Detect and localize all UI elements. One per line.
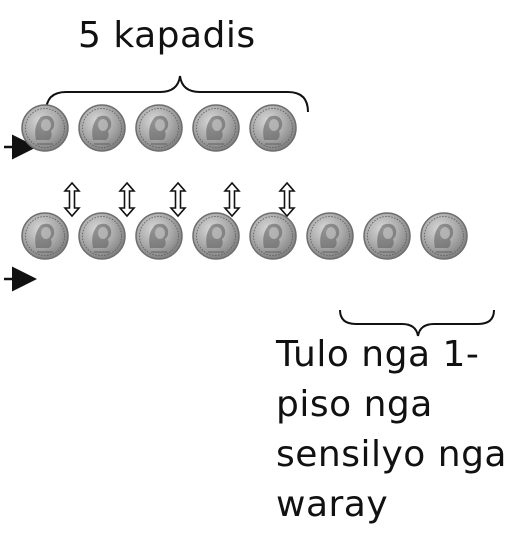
- one-peso-coin-icon: [306, 212, 354, 260]
- one-peso-coin-icon: [363, 212, 411, 260]
- one-peso-coin-icon: [192, 104, 240, 152]
- one-peso-coin-icon: [78, 104, 126, 152]
- remainder-label: Tulo nga 1- piso nga sensilyo nga waray: [276, 330, 507, 530]
- one-peso-coin-icon: [21, 212, 69, 260]
- match-arrow-icon: [118, 181, 136, 218]
- one-peso-coin-icon: [192, 212, 240, 260]
- match-arrows: [63, 181, 296, 218]
- remainder-label-line-3: sensilyo nga: [276, 434, 507, 475]
- top-brace: [45, 75, 309, 113]
- match-arrow-icon: [63, 181, 81, 218]
- one-peso-coin-icon: [249, 212, 297, 260]
- match-arrow-icon: [223, 181, 241, 218]
- top-row-coins: [21, 104, 297, 152]
- one-peso-coin-icon: [135, 212, 183, 260]
- match-arrow-icon: [278, 181, 296, 218]
- one-peso-coin-icon: [420, 212, 468, 260]
- bottom-row-coins: [21, 212, 468, 260]
- top-count-label: 5 kapadis: [78, 15, 256, 56]
- match-arrow-icon: [169, 181, 187, 218]
- remainder-label-line-1: Tulo nga 1-: [276, 334, 480, 375]
- one-peso-coin-icon: [78, 212, 126, 260]
- one-peso-coin-icon: [249, 104, 297, 152]
- remainder-label-line-4: waray: [276, 484, 389, 525]
- one-peso-coin-icon: [135, 104, 183, 152]
- one-peso-coin-icon: [21, 104, 69, 152]
- remainder-label-line-2: piso nga: [276, 384, 433, 425]
- bottom-brace: [339, 309, 495, 337]
